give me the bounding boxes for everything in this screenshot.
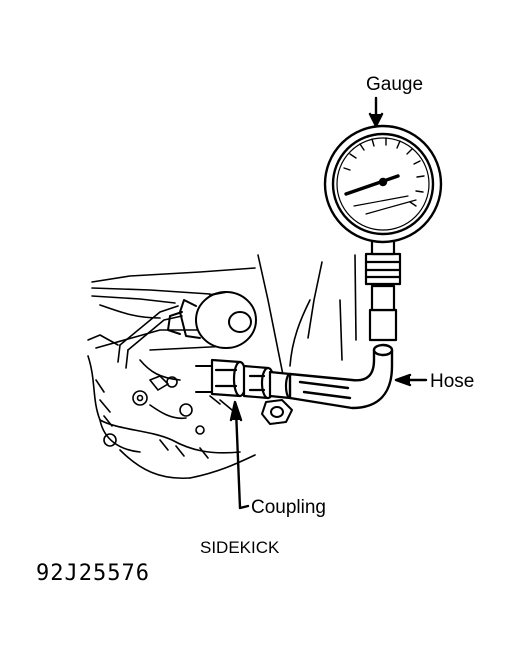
coupling-label: Coupling [251, 497, 326, 518]
gauge-label: Gauge [366, 74, 424, 95]
figure-code: 92J25576 [36, 561, 150, 586]
coupling-leader [229, 400, 250, 510]
gauge-leader [368, 96, 384, 128]
hose-label: Hose [430, 371, 475, 392]
pressure-gauge [323, 124, 443, 244]
lower-nut [261, 399, 293, 425]
pressure-regulator [167, 291, 257, 349]
model-caption: SIDEKICK [200, 538, 280, 557]
firewall-lines [257, 254, 357, 381]
hose-leader [394, 373, 428, 387]
gauge-ticks [343, 137, 425, 207]
coupling-fitting [210, 358, 296, 400]
test-hose [288, 343, 394, 410]
engine-sketch [87, 267, 256, 480]
gauge-stem [364, 234, 402, 342]
